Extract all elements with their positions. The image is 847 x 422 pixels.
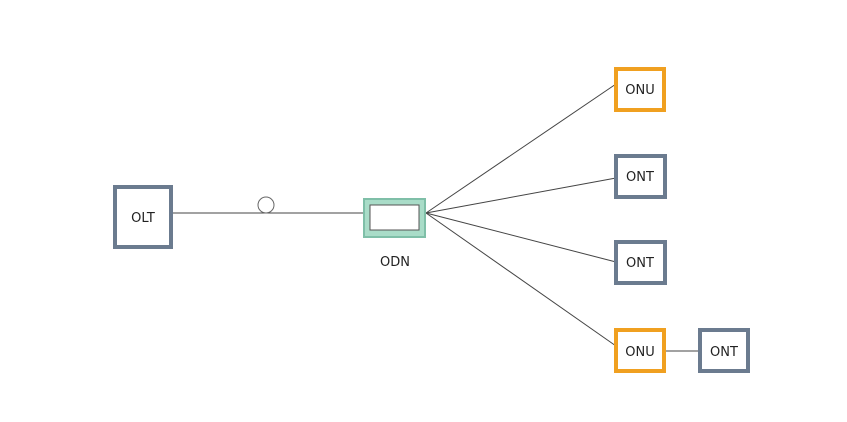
ont-3-node: ONT <box>614 240 667 285</box>
olt-label: OLT <box>131 211 155 226</box>
ont-end-label: ONT <box>710 345 738 360</box>
onu-bottom-node: ONU <box>614 328 666 373</box>
onu-top-node: ONU <box>614 67 666 112</box>
link-odn-ont-3 <box>425 212 617 263</box>
odn-node: ODN <box>363 198 426 270</box>
onu-bottom-label: ONU <box>625 345 654 360</box>
odn-label: ODN <box>380 255 410 270</box>
ont-2-label: ONT <box>626 170 654 185</box>
onu-top-label: ONU <box>625 83 654 98</box>
olt-node: OLT <box>113 185 173 249</box>
fiber-connector-icon <box>257 196 275 214</box>
link-odn-onu-bottom <box>425 212 617 347</box>
ont-2-node: ONT <box>614 154 667 199</box>
link-odn-ont-2 <box>425 177 617 214</box>
ont-end-node: ONT <box>698 328 750 373</box>
link-odn-onu-top <box>425 83 617 214</box>
odn-splitter-inner <box>369 204 420 231</box>
ont-3-label: ONT <box>626 256 654 271</box>
